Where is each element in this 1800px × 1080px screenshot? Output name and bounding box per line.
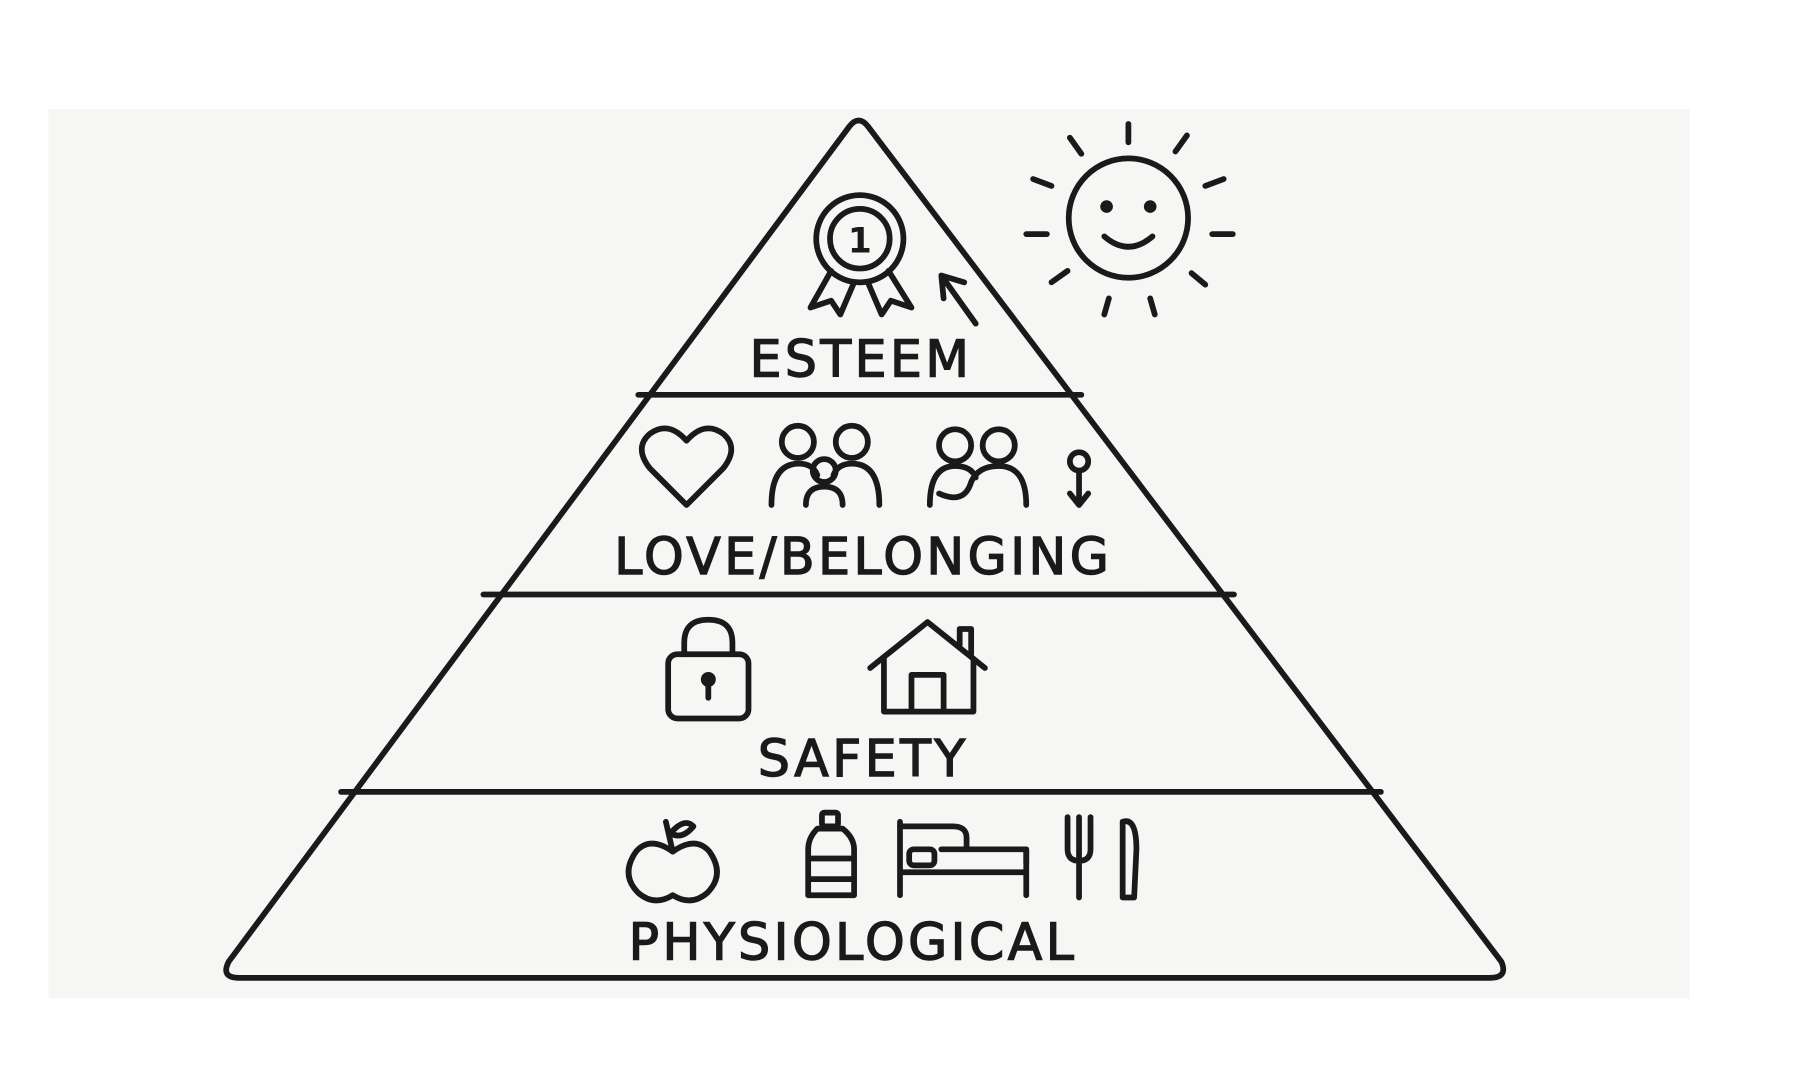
level-label-love-belonging: LOVE/BELONGING [614,527,1112,586]
person-icon [1066,449,1092,508]
sun-icon [1023,121,1236,318]
water-bottle-icon [805,809,857,899]
level-label-physiological: PHYSIOLOGICAL [629,912,1078,971]
level-label-esteem: ESTEEM [750,329,973,388]
house-icon [867,619,988,715]
heart-icon [638,425,735,508]
arrow-up-icon [938,272,979,327]
apple-icon [625,818,720,904]
medal-icon [807,192,915,318]
bed-icon [897,818,1030,899]
pyramid-outline [223,117,1507,981]
fork-knife-icon [1064,814,1140,901]
level-label-safety: SAFETY [758,729,969,788]
family-icon [768,422,883,508]
padlock-icon [665,616,752,722]
medal-number: 1 [848,221,872,261]
hug-icon [926,426,1030,508]
